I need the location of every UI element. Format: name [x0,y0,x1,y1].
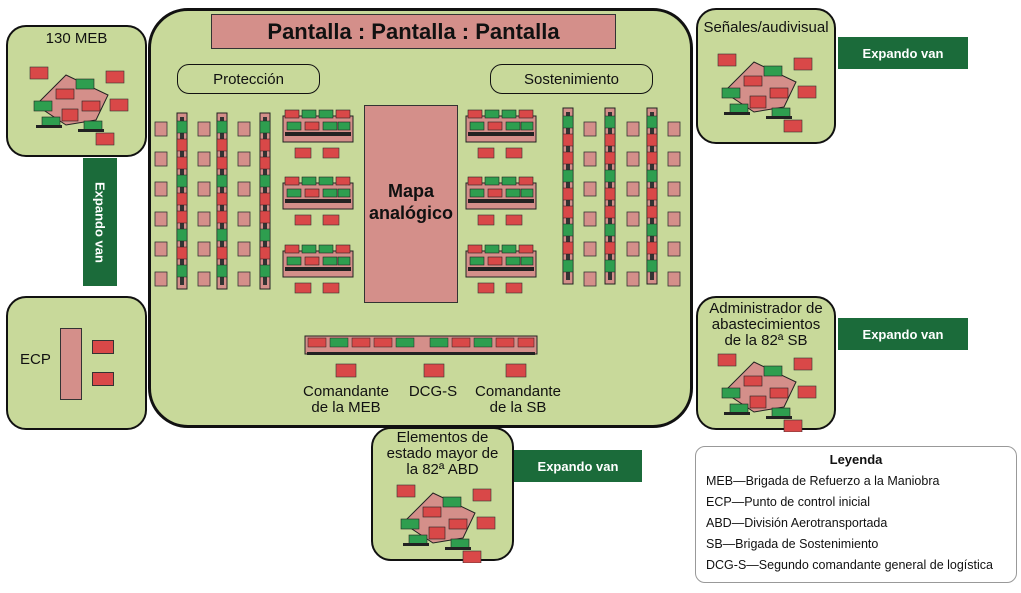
legend-item: DCG-S—Segundo comandante general de logí… [706,558,993,572]
staff-line2: estado mayor de [386,445,499,462]
meb-commander-line2: de la MEB [311,399,381,416]
map-label-line1: Mapa [387,181,434,201]
meb-commander-line1: Comandante [303,383,389,400]
sb-commander-label: Comandante de la SB [468,384,568,416]
ecp-seat-top [92,340,114,354]
sb-commander-line2: de la SB [489,399,547,416]
meb-van-label: Expando van [92,181,108,263]
meb-commander-label: Comandante de la MEB [296,384,396,416]
command-table [304,335,538,378]
ecp-label: ECP [20,351,51,368]
supply-workstations [717,353,817,432]
signals-van-label: Expando van [862,45,944,61]
protection-section-label: Protección [177,64,320,94]
screen-banner-text: Pantalla : Pantalla : Pantalla [267,18,560,44]
sustainment-label-text: Sostenimiento [523,70,620,88]
protection-workstations [154,109,354,294]
map-label-line2: analógico [368,203,453,223]
staff-elements-node: Elementos de estado mayor de la 82ª ABD [371,427,514,563]
signals-expando-van: Expando van [838,37,968,69]
sustainment-workstations [465,107,681,294]
ecp-seat-bottom [92,372,114,386]
legend-item: MEB—Brigada de Refuerzo a la Maniobra [706,474,940,488]
staff-elements-label: Elementos de estado mayor de la 82ª ABD [373,430,512,478]
signals-workstations [717,53,817,133]
legend-item: ABD—División Aerotransportada [706,516,888,530]
supply-line2: abastecimientos [711,316,821,333]
ecp-node: ECP [6,296,147,430]
meb130-node: 130 MEB [6,25,147,157]
sb-commander-line1: Comandante [475,383,561,400]
supply-expando-van: Expando van [838,318,968,350]
legend-item: SB—Brigada de Sostenimiento [706,537,879,551]
supply-line1: Administrador de [709,300,823,317]
meb-expando-van: Expando van [83,158,117,286]
screen-banner: Pantalla : Pantalla : Pantalla [211,14,616,49]
dcgs-label: DCG-S [400,384,466,400]
staff-workstations [396,484,496,563]
protection-label-text: Protección [213,70,284,88]
analog-map: Mapa analógico [364,105,458,303]
staff-line1: Elementos de [396,429,489,446]
meb130-label: 130 MEB [45,30,108,47]
supply-admin-label: Administrador de abastecimientos de la 8… [698,301,834,349]
staff-van-label: Expando van [537,458,619,474]
legend-title: Leyenda [829,452,883,467]
supply-admin-node: Administrador de abastecimientos de la 8… [696,296,836,432]
legend: Leyenda MEB—Brigada de Refuerzo a la Man… [695,446,1017,583]
supply-van-label: Expando van [862,326,944,342]
ecp-table [60,328,82,400]
staff-expando-van: Expando van [514,450,642,482]
analog-map-label: Mapa analógico [365,180,457,224]
meb130-workstations [29,66,129,146]
staff-line3: la 82ª ABD [406,461,479,478]
signals-node: Señales/audivisual [696,8,836,144]
legend-item: ECP—Punto de control inicial [706,495,870,509]
sustainment-section-label: Sostenimiento [490,64,653,94]
supply-line3: de la 82ª SB [724,332,808,349]
signals-label: Señales/audivisual [703,19,829,36]
dcgs-text: DCG-S [408,383,458,400]
